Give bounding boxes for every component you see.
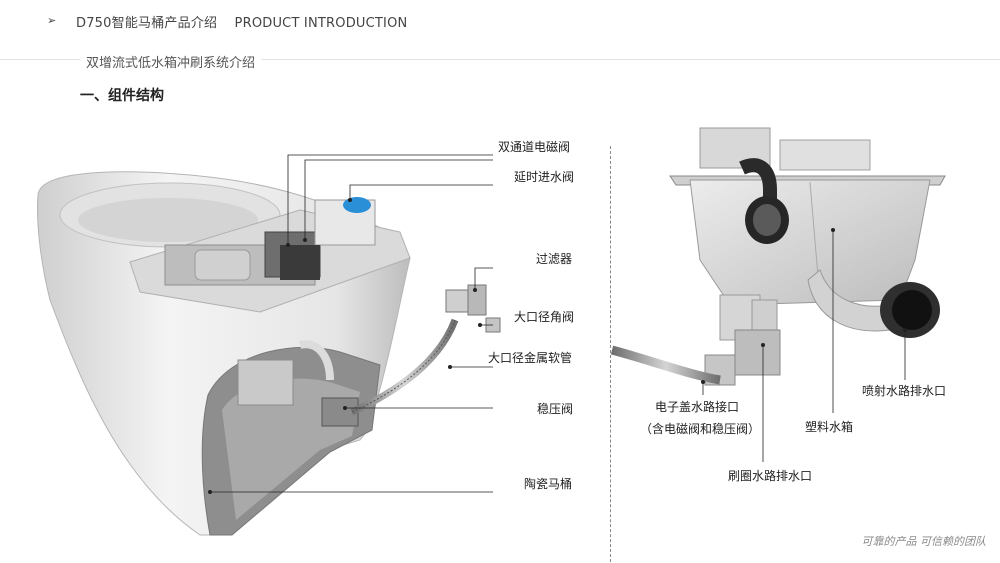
label-jet-outlet: 喷射水路排水口 [862, 384, 947, 398]
page-title: D750智能马桶产品介绍 PRODUCT INTRODUCTION [76, 16, 408, 31]
label-pressure-valve: 稳压阀 [537, 402, 574, 416]
left-leader-lines [210, 154, 493, 493]
label-delay-inlet-valve: 延时进水阀 [514, 170, 575, 184]
label-filter: 过滤器 [536, 252, 573, 266]
label-angle-valve: 大口径角阀 [514, 310, 575, 324]
label-metal-hose: 大口径金属软管 [488, 351, 573, 365]
right-leader-lines [702, 230, 906, 462]
panel-divider [610, 146, 611, 562]
label-ceramic-toilet: 陶瓷马桶 [524, 477, 573, 491]
label-dual-solenoid-valve: 双通道电磁阀 [498, 140, 571, 154]
label-plastic-tank: 塑料水箱 [805, 420, 854, 434]
section-heading: 一、组件结构 [80, 88, 164, 104]
section-subtitle: 双增流式低水箱冲刷系统介绍 [80, 52, 262, 71]
bullet-arrow-icon: ➢ [47, 14, 57, 27]
label-cover-port: 电子盖水路接口 [655, 400, 740, 414]
footer-slogan: 可靠的产品 可信赖的团队 [861, 535, 987, 548]
left-leader-dots [208, 198, 482, 494]
header-rule [0, 59, 1000, 60]
right-leader-dots [701, 228, 907, 384]
top-bar: ➢ D750智能马桶产品介绍 PRODUCT INTRODUCTION [0, 0, 1000, 44]
toilet-illustration [37, 171, 501, 536]
label-rim-outlet: 刷圈水路排水口 [728, 469, 813, 483]
label-cover-port-note: （含电磁阀和稳压阀） [640, 422, 761, 436]
tank-illustration [610, 127, 946, 386]
